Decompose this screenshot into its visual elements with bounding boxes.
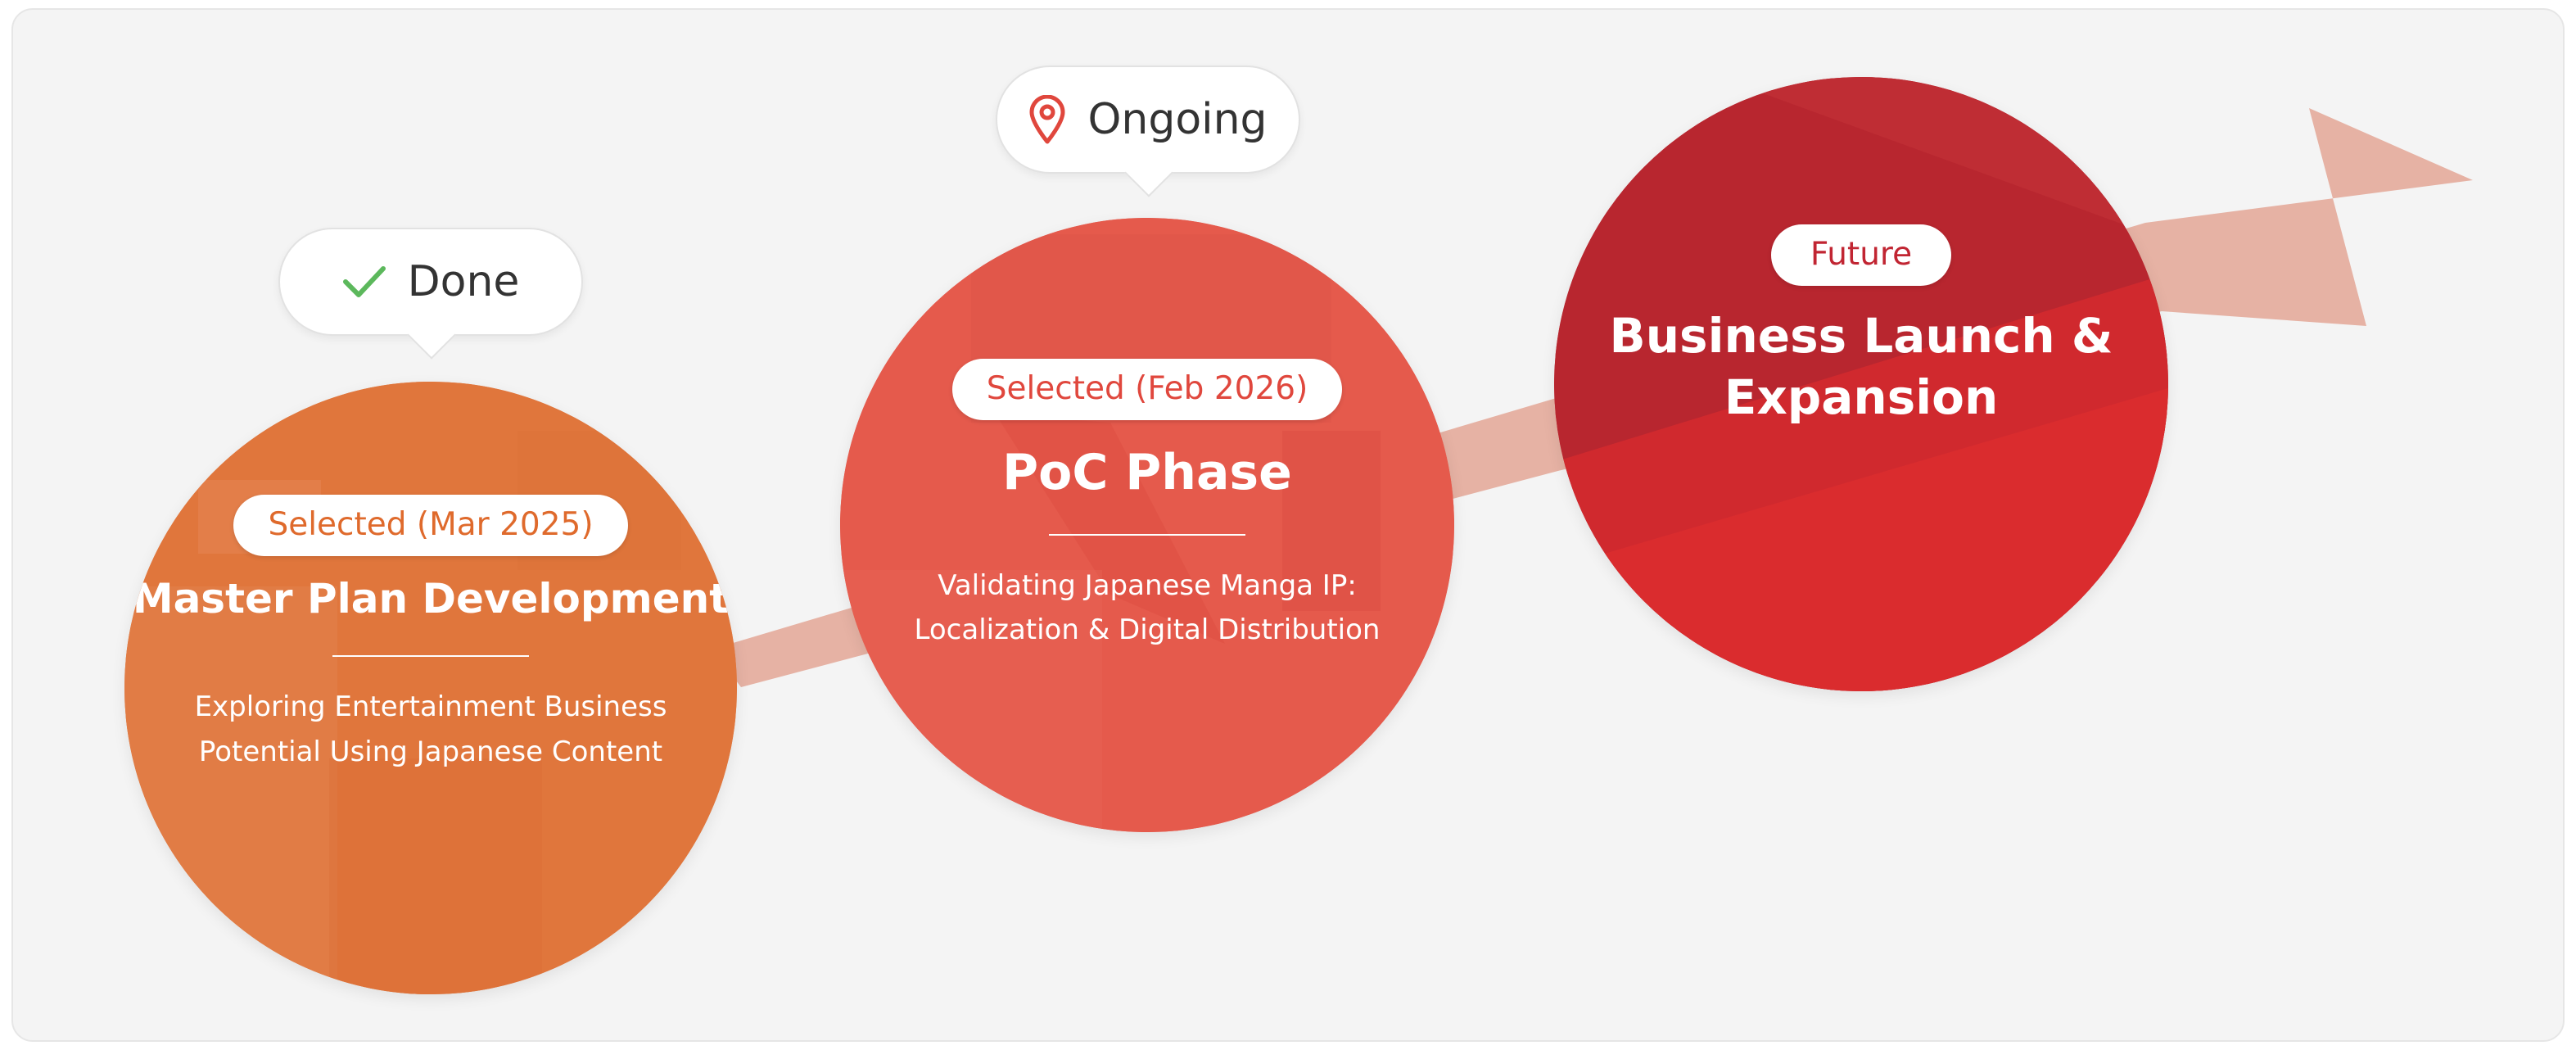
stage-title-line: Business Launch & (1609, 307, 2113, 364)
status-bubble-ongoing: Ongoing (996, 66, 1300, 197)
stage-description: Validating Japanese Manga IP: Localizati… (915, 563, 1381, 653)
stage-circle-poc: Selected (Feb 2026) PoC Phase Validating… (840, 218, 1454, 832)
stage-title-line: Expansion (1724, 369, 1999, 426)
photo-texture (1554, 77, 2168, 691)
stage-description-line: Exploring Entertainment Business (194, 690, 667, 724)
photo-texture (840, 218, 1454, 832)
stage-circle-master-plan: Selected (Mar 2025) Master Plan Developm… (124, 382, 737, 994)
check-icon (342, 264, 386, 300)
stage-circle-launch: Future Business Launch & Expansion (1554, 77, 2168, 691)
status-bubble-done: Done (278, 228, 583, 360)
stage-badge: Future (1770, 224, 1952, 286)
stage-description: Exploring Entertainment Business Potenti… (195, 685, 667, 774)
stage-description-line: Localization & Digital Distribution (914, 613, 1381, 647)
status-label: Ongoing (1087, 95, 1268, 144)
stage-badge: Selected (Feb 2026) (951, 359, 1343, 420)
stage-title: Business Launch & Expansion (1610, 305, 2113, 429)
stage-title: PoC Phase (1002, 443, 1292, 501)
title-divider (332, 655, 529, 658)
location-pin-icon (1028, 95, 1066, 144)
status-label: Done (407, 257, 520, 306)
stage-description-line: Validating Japanese Manga IP: (938, 568, 1357, 602)
photo-texture (124, 382, 737, 994)
stage-description-line: Potential Using Japanese Content (198, 735, 663, 768)
stage-badge: Selected (Mar 2025) (233, 495, 628, 556)
title-divider (1049, 533, 1245, 536)
stage-title: Master Plan Development (132, 574, 730, 622)
